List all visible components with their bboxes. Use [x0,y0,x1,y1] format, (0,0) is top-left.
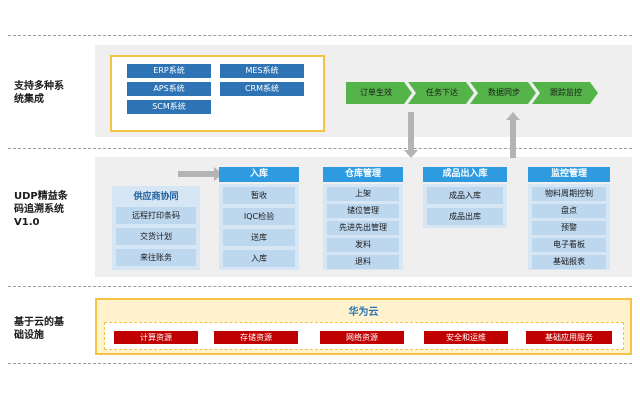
row-label-line: UDP精益条 [14,191,68,202]
warehouse-item: 上架 [327,187,399,201]
warehouse-item: 发料 [327,238,399,252]
cloud-item-network: 网络资源 [320,331,404,344]
separator-middle-2 [8,286,632,287]
system-scm: SCM系统 [127,100,211,114]
inbound-item: 暂收 [223,187,295,204]
monitor-item: 物料周期控制 [532,187,606,201]
row-label-line: 础设施 [14,330,44,341]
system-aps: APS系统 [127,82,211,96]
row-label-integration: 支持多种系 统集成 [14,80,64,106]
row-label-line: V1.0 [14,217,40,228]
cloud-item-security: 安全和运维 [424,331,508,344]
flow-step-label: 订单生效 [360,88,392,97]
finished-item: 成品入库 [427,187,503,204]
monitor-item: 电子看板 [532,238,606,252]
chevron-shape [532,82,598,104]
separator-middle-1 [8,148,632,149]
flow-step-label: 数据同步 [488,88,520,97]
chevron-shape [408,82,474,104]
finished-item: 成品出库 [427,208,503,225]
warehouse-title: 仓库管理 [323,167,403,182]
flow-step-order: 订单生效 [346,82,412,104]
row-label-line: 支持多种系 [14,81,64,92]
flow-step-label: 跟踪监控 [550,88,582,97]
row-label-udp: UDP精益条 码追溯系统 V1.0 [14,190,68,229]
flow-step-task: 任务下达 [408,82,474,104]
separator-top [8,35,632,36]
finished-title: 成品出入库 [423,167,507,182]
cloud-item-compute: 计算资源 [114,331,198,344]
inbound-item: 入库 [223,250,295,267]
cloud-title: 华为云 [348,307,379,318]
row-label-line: 统集成 [14,94,44,105]
monitor-title: 监控管理 [528,167,610,182]
system-crm: CRM系统 [220,82,304,96]
flow-step-sync: 数据同步 [470,82,536,104]
inbound-title: 入库 [219,167,299,182]
flow-step-label: 任务下达 [426,88,458,97]
supplier-item: 交货计划 [116,228,196,245]
chevron-shape [470,82,536,104]
monitor-item: 基础报表 [532,255,606,269]
monitor-item: 盘点 [532,204,606,218]
row-label-line: 基于云的基 [14,317,64,328]
separator-bottom [8,363,632,364]
warehouse-item: 储位管理 [327,204,399,218]
cloud-item-storage: 存储资源 [214,331,298,344]
inbound-item: IQC检验 [223,208,295,225]
row-label-infra: 基于云的基 础设施 [14,316,64,342]
warehouse-item: 先进先出管理 [327,221,399,235]
supplier-item: 远程打印条码 [116,207,196,224]
chevron-shape [346,82,412,104]
supplier-title: 供应商协同 [133,192,179,202]
row-label-line: 码追溯系统 [14,204,64,215]
warehouse-item: 退料 [327,255,399,269]
system-mes: MES系统 [220,64,304,78]
system-erp: ERP系统 [127,64,211,78]
cloud-item-app-services: 基础应用服务 [526,331,612,344]
flow-step-monitor: 跟踪监控 [532,82,598,104]
monitor-item: 预警 [532,221,606,235]
supplier-item: 来往账务 [116,249,196,266]
inbound-item: 送库 [223,229,295,246]
